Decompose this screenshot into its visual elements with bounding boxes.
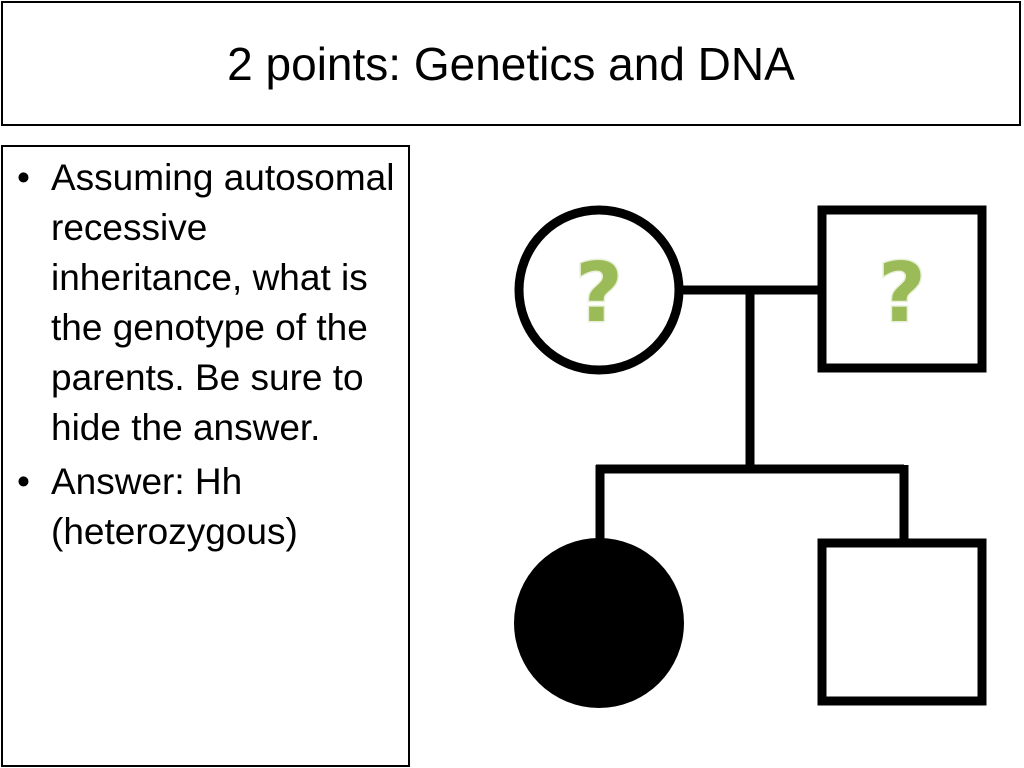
mother-symbol <box>514 205 684 375</box>
bullet-list: • Assuming autosomal recessive inheritan… <box>15 153 400 557</box>
bullet-dot: • <box>17 461 30 502</box>
daughter-symbol <box>514 538 684 708</box>
son-symbol <box>817 538 987 706</box>
slide-title: 2 points: Genetics and DNA <box>227 37 795 90</box>
content-box: • Assuming autosomal recessive inheritan… <box>1 145 410 767</box>
father-question-mark: ? <box>878 246 926 341</box>
bullet-question: • Assuming autosomal recessive inheritan… <box>15 153 400 453</box>
bullet-dot: • <box>17 157 30 198</box>
bullet-answer: • Answer: Hh (heterozygous) <box>15 457 400 557</box>
question-text: Assuming autosomal recessive inheritance… <box>51 157 395 448</box>
pedigree-diagram: ? ? <box>514 205 987 708</box>
answer-text: Answer: Hh (heterozygous) <box>51 461 298 552</box>
title-box: 2 points: Genetics and DNA <box>1 1 1021 126</box>
mother-question-mark: ? <box>575 246 623 341</box>
father-symbol <box>817 205 987 373</box>
